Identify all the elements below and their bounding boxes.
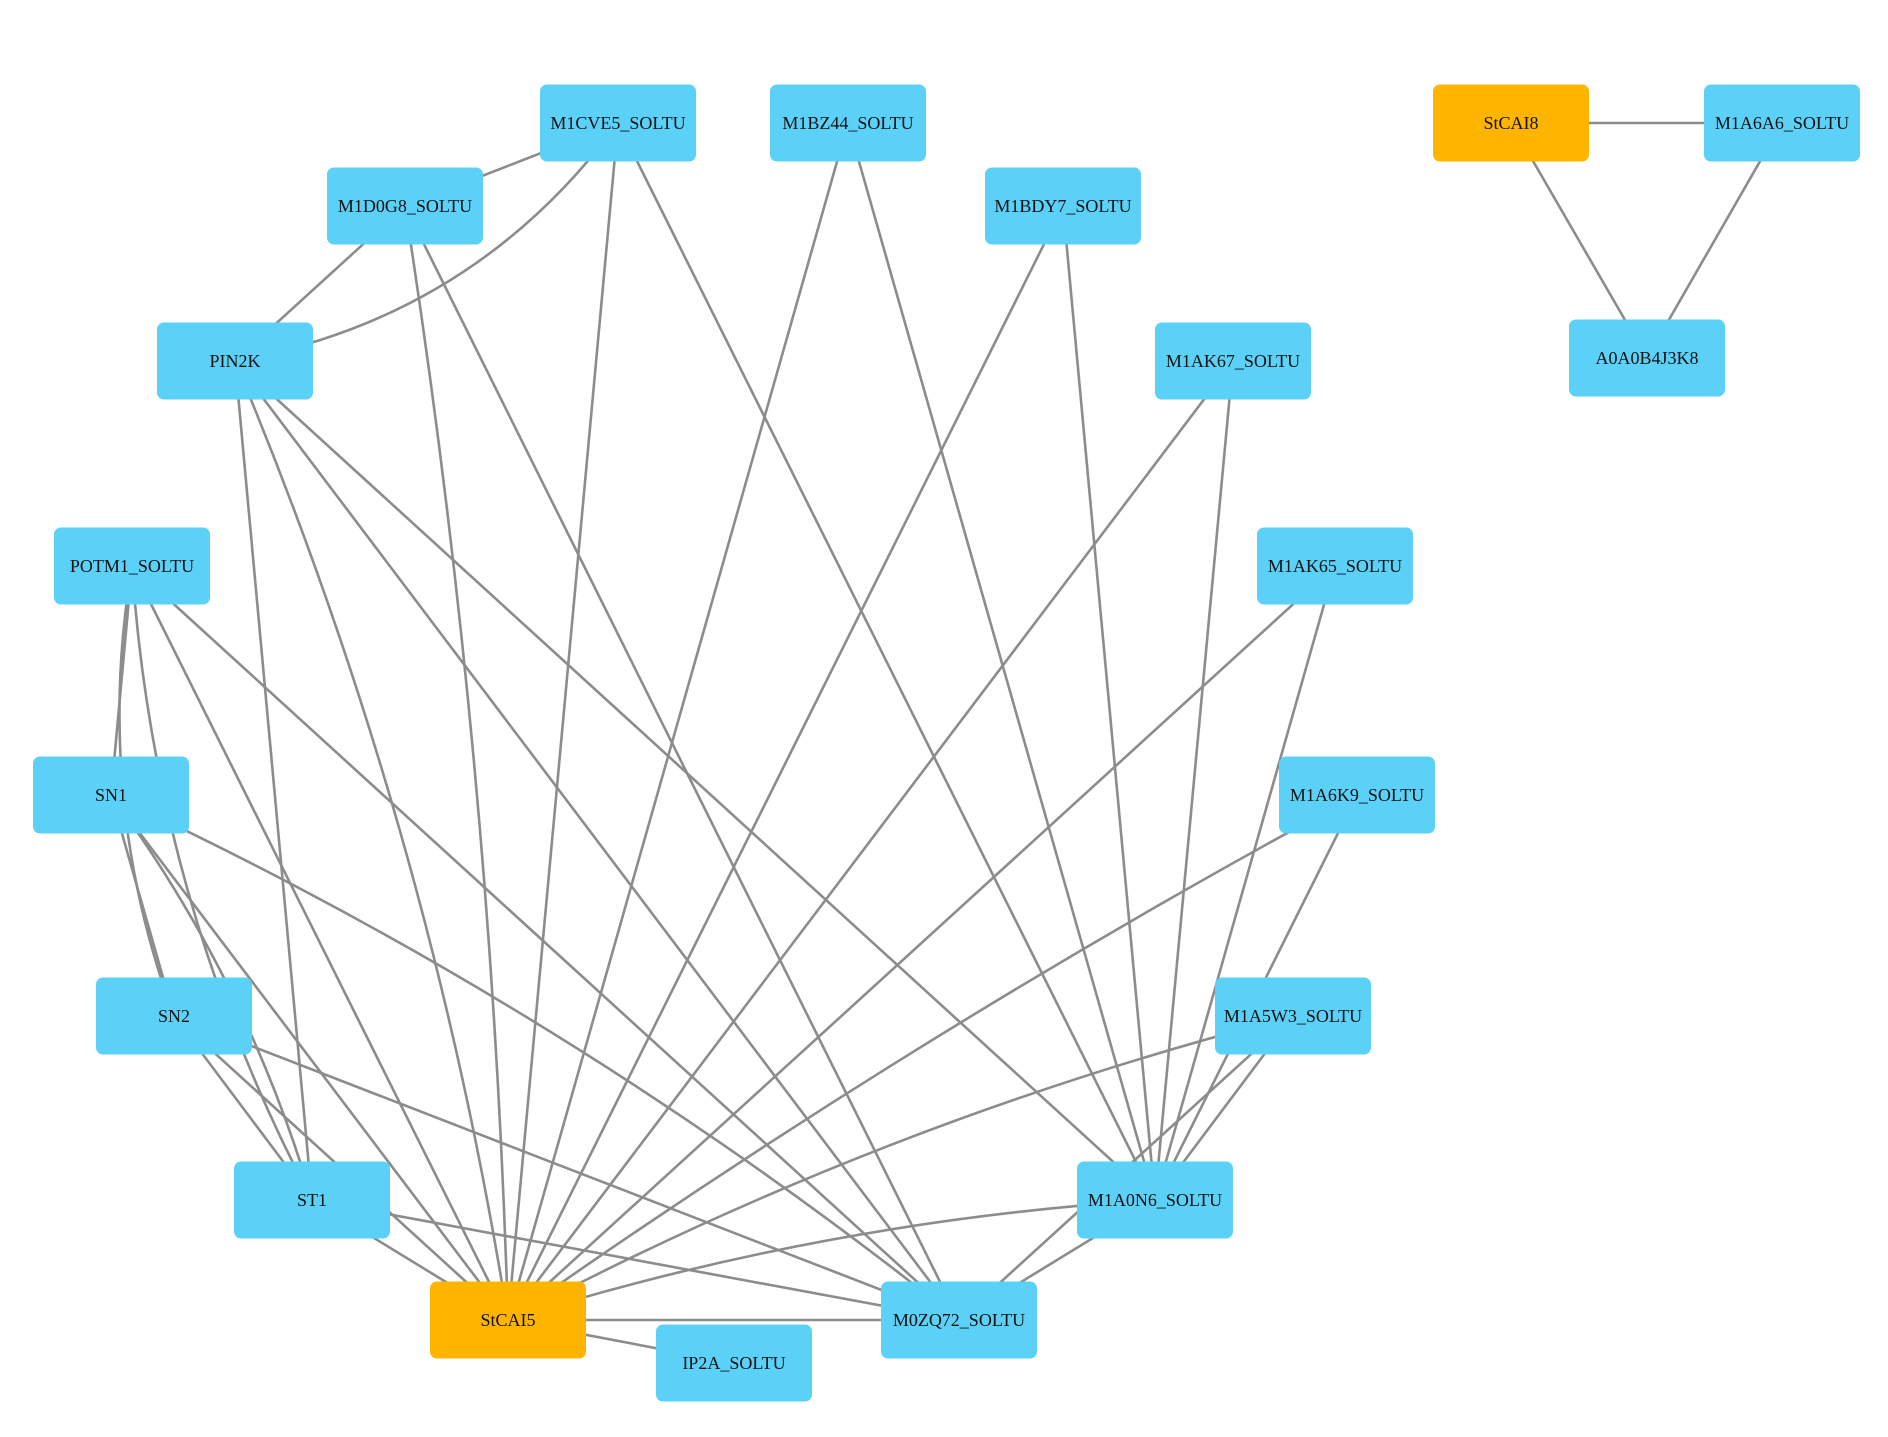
edge-stcai5-m1cve5 <box>506 122 620 1321</box>
edge-sn1-m0zq72 <box>110 793 960 1322</box>
node-pin2k[interactable]: PIN2K <box>157 322 313 400</box>
node-box[interactable] <box>1155 322 1311 400</box>
node-label: SN2 <box>158 1006 190 1026</box>
node-label: M0ZQ72_SOLTU <box>893 1310 1025 1330</box>
node-box[interactable] <box>1257 527 1413 605</box>
node-label: M1BZ44_SOLTU <box>782 113 913 133</box>
edge-stcai5-m1d0g8 <box>403 205 510 1321</box>
edge-stcai5-m1bdy7 <box>506 205 1065 1321</box>
node-m1bdy7[interactable]: M1BDY7_SOLTU <box>985 167 1141 245</box>
node-box[interactable] <box>1279 756 1435 834</box>
edge-m1bdy7-m1a0n6 <box>1061 205 1157 1201</box>
node-box[interactable] <box>157 322 313 400</box>
edge-potm1-m0zq72 <box>131 565 960 1321</box>
node-label: M1AK65_SOLTU <box>1268 556 1402 576</box>
node-m1d0g8[interactable]: M1D0G8_SOLTU <box>327 167 483 245</box>
edge-stcai5-m1ak65 <box>507 565 1336 1321</box>
node-m1a5w3[interactable]: M1A5W3_SOLTU <box>1215 977 1371 1055</box>
node-m1cve5[interactable]: M1CVE5_SOLTU <box>540 84 696 162</box>
node-a0a0b4j3k8[interactable]: A0A0B4J3K8 <box>1569 319 1725 397</box>
node-ip2a[interactable]: IP2A_SOLTU <box>656 1324 812 1402</box>
node-box[interactable] <box>985 167 1141 245</box>
node-layer: StCAI5 StCAI8 M1CVE5_SOLTU M1BZ44_SOLTU M1D0… <box>33 84 1860 1402</box>
node-m1a0n6[interactable]: M1A0N6_SOLTU <box>1077 1161 1233 1239</box>
edge-stcai5-potm1 <box>130 565 510 1321</box>
node-box[interactable] <box>540 84 696 162</box>
node-m0zq72[interactable]: M0ZQ72_SOLTU <box>881 1281 1037 1359</box>
node-stcai5[interactable]: StCAI5 <box>430 1281 586 1359</box>
edge-m1d0g8-m0zq72 <box>403 205 961 1321</box>
node-m1bz44[interactable]: M1BZ44_SOLTU <box>770 84 926 162</box>
node-label: M1A6K9_SOLTU <box>1290 785 1424 805</box>
edge-m1ak65-m1a0n6 <box>1153 565 1337 1201</box>
node-box[interactable] <box>1215 977 1371 1055</box>
edge-stcai5-sn1 <box>109 794 510 1321</box>
node-label: POTM1_SOLTU <box>70 556 194 576</box>
node-label: IP2A_SOLTU <box>682 1353 785 1373</box>
node-label: M1A6A6_SOLTU <box>1715 113 1849 133</box>
node-sn1[interactable]: SN1 <box>33 756 189 834</box>
node-box[interactable] <box>1569 319 1725 397</box>
node-label: M1CVE5_SOLTU <box>550 113 685 133</box>
node-sn2[interactable]: SN2 <box>96 977 252 1055</box>
node-m1a6k9[interactable]: M1A6K9_SOLTU <box>1279 756 1435 834</box>
node-box[interactable] <box>54 527 210 605</box>
node-label: M1A5W3_SOLTU <box>1224 1006 1362 1026</box>
node-label: SN1 <box>95 785 127 805</box>
edge-m1bz44-m1a0n6 <box>846 122 1157 1201</box>
edge-stcai5-m1a5w3 <box>507 1014 1294 1322</box>
edge-sn2-m0zq72 <box>173 1014 960 1322</box>
node-box[interactable] <box>1704 84 1860 162</box>
node-box[interactable] <box>234 1161 390 1239</box>
node-label: M1A0N6_SOLTU <box>1088 1190 1222 1210</box>
edge-pin2k-m1a0n6 <box>234 360 1156 1201</box>
node-box[interactable] <box>96 977 252 1055</box>
node-label: StCAI5 <box>480 1310 535 1330</box>
node-label: ST1 <box>297 1190 327 1210</box>
node-box[interactable] <box>656 1324 812 1402</box>
node-potm1[interactable]: POTM1_SOLTU <box>54 527 210 605</box>
node-label: M1AK67_SOLTU <box>1166 351 1300 371</box>
node-label: PIN2K <box>209 351 260 371</box>
edge-st1-m0zq72 <box>311 1198 960 1322</box>
edge-pin2k-m0zq72 <box>233 360 961 1321</box>
node-box[interactable] <box>881 1281 1037 1359</box>
edge-stcai5-m1ak67 <box>506 360 1235 1321</box>
edge-potm1-st1 <box>130 565 314 1201</box>
node-label: A0A0B4J3K8 <box>1595 348 1698 368</box>
node-m1ak65[interactable]: M1AK65_SOLTU <box>1257 527 1413 605</box>
node-box[interactable] <box>430 1281 586 1359</box>
edge-m1ak67-m1a0n6 <box>1153 360 1235 1201</box>
edge-stcai5-m1a6k9 <box>507 793 1358 1322</box>
edge-stcai5-pin2k <box>233 360 510 1321</box>
node-box[interactable] <box>327 167 483 245</box>
edge-pin2k-st1 <box>233 360 314 1201</box>
node-st1[interactable]: ST1 <box>234 1161 390 1239</box>
node-label: M1BDY7_SOLTU <box>994 196 1131 216</box>
node-m1ak67[interactable]: M1AK67_SOLTU <box>1155 322 1311 400</box>
node-box[interactable] <box>1433 84 1589 162</box>
node-box[interactable] <box>770 84 926 162</box>
node-box[interactable] <box>1077 1161 1233 1239</box>
node-label: StCAI8 <box>1483 113 1538 133</box>
node-box[interactable] <box>33 756 189 834</box>
node-m1a6a6[interactable]: M1A6A6_SOLTU <box>1704 84 1860 162</box>
edge-m1cve5-m1a0n6 <box>616 122 1157 1201</box>
edge-stcai5-m1a0n6 <box>507 1198 1156 1322</box>
node-label: M1D0G8_SOLTU <box>338 196 472 216</box>
edge-stcai5-m1bz44 <box>506 122 850 1321</box>
node-stcai8[interactable]: StCAI8 <box>1433 84 1589 162</box>
